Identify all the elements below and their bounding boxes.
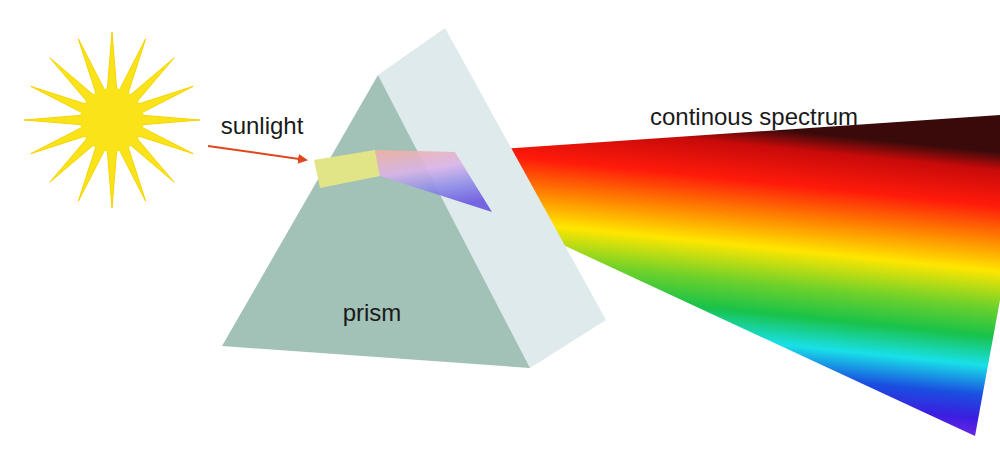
sunlight-label: sunlight xyxy=(221,113,304,139)
spectrum-label: continous spectrum xyxy=(650,104,858,130)
sunlight-arrow xyxy=(208,146,306,160)
prism-shape: prism xyxy=(220,25,610,370)
prism-label: prism xyxy=(343,300,402,326)
sun xyxy=(24,32,200,208)
dispersion-in-prism xyxy=(375,150,492,212)
sun-core xyxy=(80,88,144,152)
prism-outline xyxy=(220,25,610,370)
light-in-prism xyxy=(314,150,380,188)
